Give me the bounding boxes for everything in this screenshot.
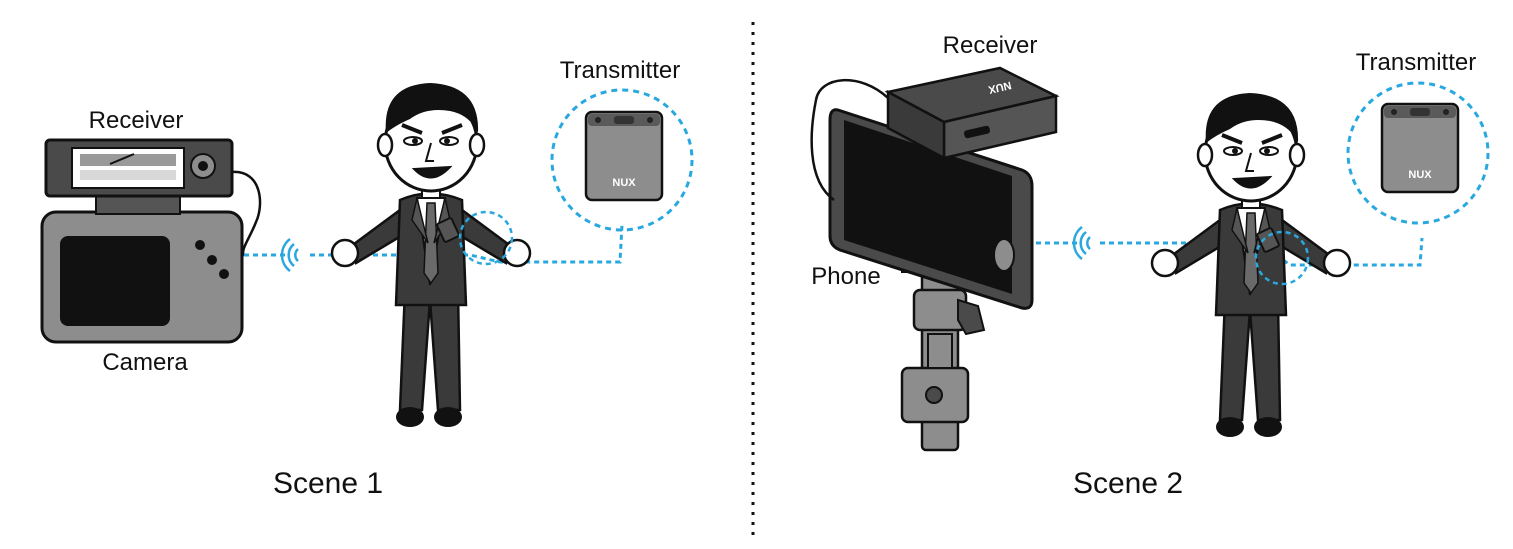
wireless-link-line (244, 224, 624, 264)
receiver-on-phone: NUX (884, 66, 1060, 161)
scene-2: NUX NUX Receiver Phone Transmitter Scene… (810, 32, 1490, 500)
scene-1: NUX Receiver Camera Transmitter Scene 1 (40, 57, 694, 500)
phone (828, 108, 1034, 310)
receiver-label: Receiver (89, 107, 184, 134)
presenter-figure (1150, 91, 1352, 439)
device-brand-mark: NUX (612, 177, 636, 189)
phone-label: Phone (811, 263, 880, 290)
transmitter-device: NUX (1380, 102, 1460, 194)
transmitter-device: NUX (584, 110, 664, 202)
presenter-figure (330, 81, 532, 429)
transmitter-label: Transmitter (560, 57, 680, 84)
scene-2-caption: Scene 2 (1073, 467, 1183, 500)
receiver-on-camera (44, 138, 234, 198)
scene-1-caption: Scene 1 (273, 467, 383, 500)
wireless-link-line (1036, 237, 1424, 267)
mic-zoom-ring (1254, 230, 1310, 286)
phone-cable (810, 78, 889, 202)
camera-label: Camera (102, 349, 188, 376)
receiver-label: Receiver (943, 32, 1038, 59)
mic-zoom-ring (458, 210, 514, 266)
transmitter-zoom-circle (550, 88, 694, 232)
device-brand-mark: NUX (986, 79, 1012, 96)
transmitter-zoom-circle (1346, 81, 1490, 225)
transmitter-label: Transmitter (1356, 49, 1476, 76)
camera (40, 195, 244, 344)
receiver-cable (231, 170, 262, 257)
device-brand-mark: NUX (1408, 169, 1432, 181)
